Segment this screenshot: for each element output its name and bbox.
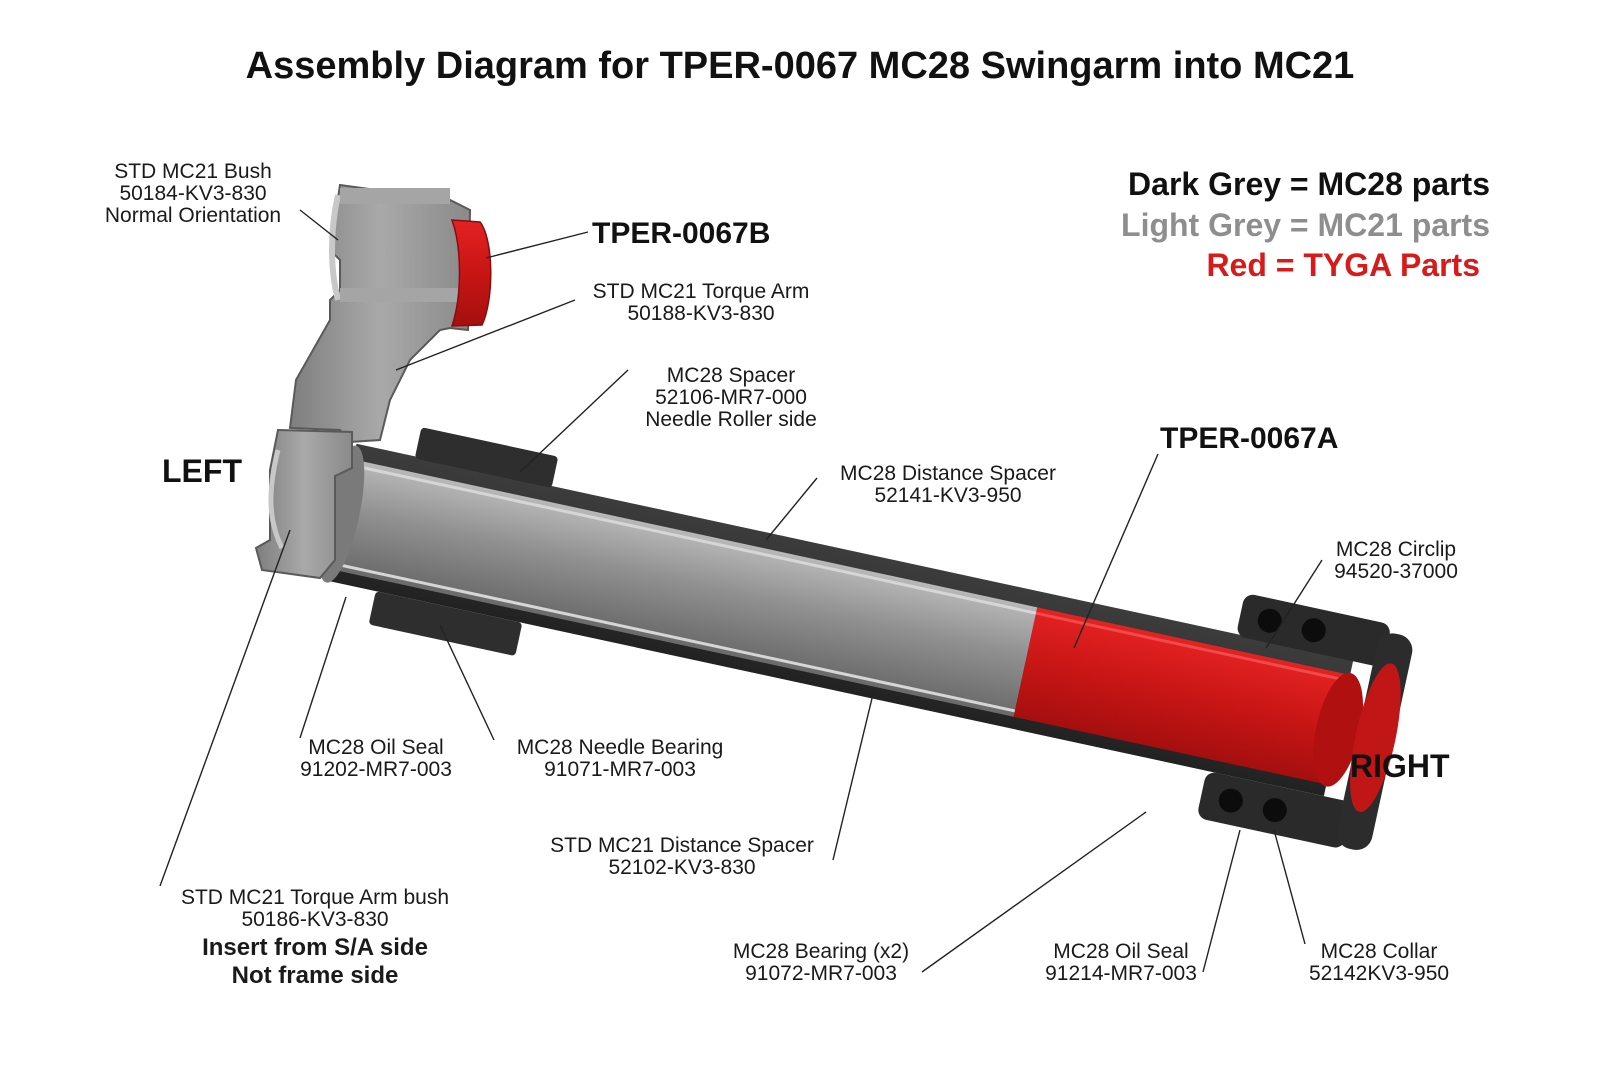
svg-text:STD MC21 Torque Arm: STD MC21 Torque Arm [593, 280, 810, 303]
leader-lines [159, 209, 1323, 973]
svg-text:MC28 Oil Seal: MC28 Oil Seal [308, 736, 443, 759]
legend-red: Red = TYGA Parts [1206, 247, 1480, 283]
svg-text:Needle Roller side: Needle Roller side [645, 408, 817, 431]
right-side-label: RIGHT [1350, 748, 1450, 784]
svg-text:STD MC21 Torque Arm bush: STD MC21 Torque Arm bush [181, 886, 449, 909]
circlip-annotation: MC28 Circlip 94520-37000 [1334, 538, 1458, 583]
svg-text:MC28 Circlip: MC28 Circlip [1336, 538, 1456, 561]
svg-text:91202-MR7-003: 91202-MR7-003 [300, 758, 452, 781]
tper-0067a-label: TPER-0067A [1160, 422, 1338, 455]
svg-text:52106-MR7-000: 52106-MR7-000 [655, 386, 807, 409]
svg-text:94520-37000: 94520-37000 [1334, 560, 1458, 583]
svg-text:Not frame side: Not frame side [232, 962, 399, 989]
tper-0067b-shape [450, 219, 492, 327]
svg-text:52141-KV3-950: 52141-KV3-950 [874, 484, 1021, 507]
oil-seal-right-annotation: MC28 Oil Seal 91214-MR7-003 [1045, 940, 1197, 985]
svg-text:52102-KV3-830: 52102-KV3-830 [608, 856, 755, 879]
collar-annotation: MC28 Collar 52142KV3-950 [1309, 940, 1449, 985]
bearing-annotation: MC28 Bearing (x2) 91072-MR7-003 [733, 940, 909, 985]
std-distance-spacer-annotation: STD MC21 Distance Spacer 52102-KV3-830 [550, 834, 814, 879]
std-distance-spacer-shape [329, 459, 1038, 717]
svg-text:50188-KV3-830: 50188-KV3-830 [627, 302, 774, 325]
svg-text:STD MC21 Distance Spacer: STD MC21 Distance Spacer [550, 834, 814, 857]
bush-annotation: STD MC21 Bush 50184-KV3-830 Normal Orien… [105, 160, 281, 227]
svg-text:52142KV3-950: 52142KV3-950 [1309, 962, 1449, 985]
svg-text:91214-MR7-003: 91214-MR7-003 [1045, 962, 1197, 985]
svg-text:MC28 Spacer: MC28 Spacer [667, 364, 795, 387]
needle-bearing-annotation: MC28 Needle Bearing 91071-MR7-003 [517, 736, 724, 781]
svg-text:MC28 Distance Spacer: MC28 Distance Spacer [840, 462, 1056, 485]
diagram-title: Assembly Diagram for TPER-0067 MC28 Swin… [246, 45, 1355, 87]
svg-text:91071-MR7-003: 91071-MR7-003 [544, 758, 696, 781]
tper-0067b-label: TPER-0067B [592, 217, 770, 250]
torque-arm-bush-annotation: STD MC21 Torque Arm bush 50186-KV3-830 I… [181, 886, 449, 989]
svg-text:MC28 Oil Seal: MC28 Oil Seal [1053, 940, 1188, 963]
torque-arm-assembly [254, 183, 492, 580]
left-side-label: LEFT [162, 453, 242, 489]
oil-seal-left-annotation: MC28 Oil Seal 91202-MR7-003 [300, 736, 452, 781]
torque-arm-annotation: STD MC21 Torque Arm 50188-KV3-830 [593, 280, 810, 325]
legend-light: Light Grey = MC21 parts [1121, 207, 1490, 243]
tper-0067a-shape [1013, 607, 1351, 785]
svg-text:91072-MR7-003: 91072-MR7-003 [745, 962, 897, 985]
axle-assembly [318, 427, 1413, 850]
svg-text:MC28 Collar: MC28 Collar [1321, 940, 1438, 963]
svg-text:50186-KV3-830: 50186-KV3-830 [241, 908, 388, 931]
svg-text:Insert from S/A side: Insert from S/A side [202, 934, 428, 961]
svg-text:Normal Orientation: Normal Orientation [105, 204, 281, 227]
spacer-annotation: MC28 Spacer 52106-MR7-000 Needle Roller … [645, 364, 817, 431]
legend-dark: Dark Grey = MC28 parts [1128, 166, 1490, 202]
color-legend: Dark Grey = MC28 parts Light Grey = MC21… [1121, 166, 1490, 283]
svg-text:MC28 Needle Bearing: MC28 Needle Bearing [517, 736, 724, 759]
svg-text:STD MC21 Bush: STD MC21 Bush [114, 160, 272, 183]
svg-text:50184-KV3-830: 50184-KV3-830 [119, 182, 266, 205]
distance-spacer-annotation: MC28 Distance Spacer 52141-KV3-950 [840, 462, 1056, 507]
svg-text:MC28 Bearing (x2): MC28 Bearing (x2) [733, 940, 909, 963]
